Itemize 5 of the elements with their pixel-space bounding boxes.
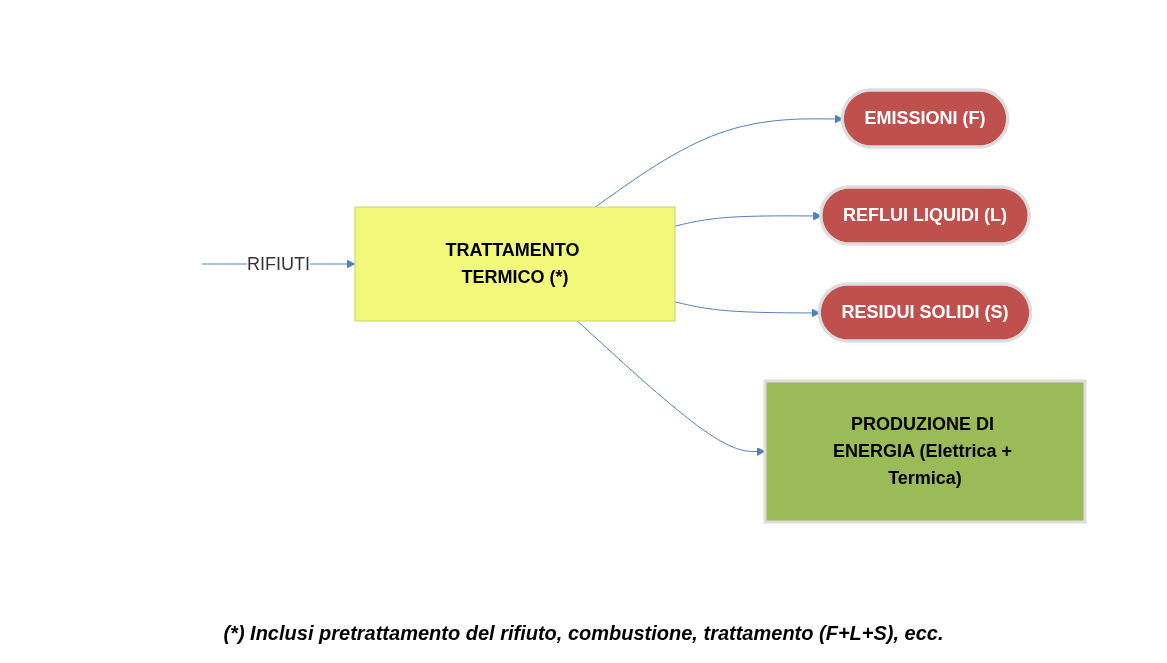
caption: (*) Inclusi pretrattamento del rifiuto, combustione, trattamento (F+L+S), ecc. [223, 621, 944, 646]
node-box: PRODUZIONE DI ENERGIA (Elettrica + Termica) [763, 379, 1087, 524]
arrow [576, 320, 766, 456]
edge-label: RIFIUTI [247, 253, 310, 274]
node-box: TRATTAMENTO TERMICO (*) [354, 206, 676, 322]
